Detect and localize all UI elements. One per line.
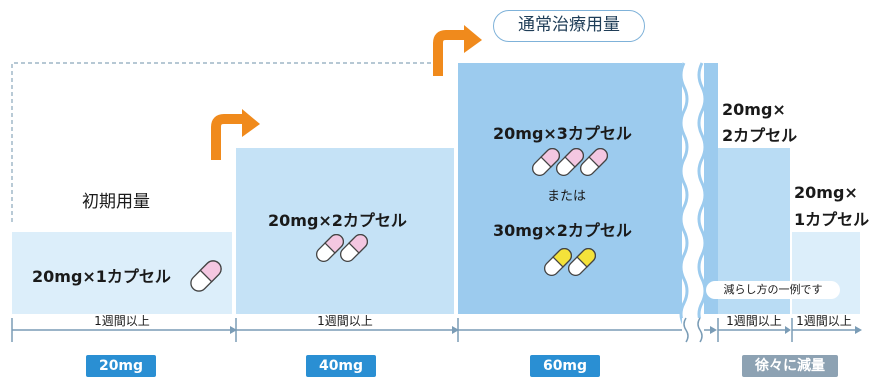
stage5-block xyxy=(792,232,860,314)
dose-tag-60mg: 60mg xyxy=(530,355,600,377)
stage5-dose-line1: 20mg× xyxy=(794,183,858,202)
stage2-dose: 20mg×2カプセル xyxy=(268,211,407,230)
capsule-triple-icon xyxy=(531,147,609,177)
stage1-block xyxy=(12,232,232,314)
capsule-icon xyxy=(190,260,222,292)
taper-note: 減らし方の一例です xyxy=(706,281,840,299)
capsule-pair-icon xyxy=(315,233,369,263)
stage4-dose-line2: 2カプセル xyxy=(722,126,798,145)
taper-tag: 徐々に減量 xyxy=(742,355,838,377)
stage1-dose: 20mg×1カプセル xyxy=(32,267,171,286)
initial-dose-label: 初期用量 xyxy=(82,192,150,212)
stage3-block xyxy=(458,63,718,314)
stage4-dose-line1: 20mg× xyxy=(722,100,786,119)
stage3-dose-b: 30mg×2カプセル xyxy=(493,221,632,240)
stage3-or: または xyxy=(547,189,587,204)
step-up-arrow-2 xyxy=(433,25,482,76)
taper-note-text: 減らし方の一例です xyxy=(723,283,823,296)
stage2-block xyxy=(236,148,454,314)
capsule-pair-yellow-icon xyxy=(543,247,597,277)
stage2-duration: 1週間以上 xyxy=(317,314,373,328)
stage4-duration: 1週間以上 xyxy=(726,314,782,328)
standard-dose-badge: 通常治療用量 xyxy=(493,10,645,42)
dose-tag-20mg: 20mg xyxy=(86,355,156,377)
step-up-arrow-1 xyxy=(211,109,260,160)
dose-tag-40mg: 40mg xyxy=(306,355,376,377)
stage3-dose-a: 20mg×3カプセル xyxy=(493,124,632,143)
standard-dose-label: 通常治療用量 xyxy=(518,15,620,35)
stage5-duration: 1週間以上 xyxy=(796,314,852,328)
stage5-dose-line2: 1カプセル xyxy=(794,210,870,229)
stage1-duration: 1週間以上 xyxy=(94,314,150,328)
